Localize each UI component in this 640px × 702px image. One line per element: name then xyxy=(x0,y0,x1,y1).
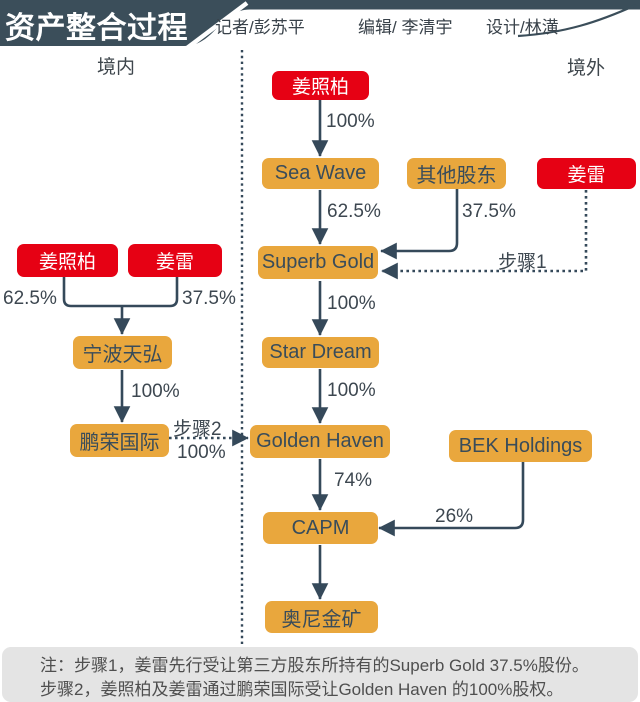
node-label: 姜雷 xyxy=(155,252,194,273)
page-title: 资产整合过程 xyxy=(5,12,188,45)
label-jl-left-share: 37.5% xyxy=(182,288,236,309)
node-label: Superb Gold xyxy=(261,251,375,273)
label-star-to-golden: 100% xyxy=(327,380,376,401)
node-label: 鹏荣国际 xyxy=(79,432,160,454)
label-superb-to-star: 100% xyxy=(327,293,376,314)
footnote-line2: 步骤2，姜照柏及姜雷通过鹏荣国际受让Golden Haven 的100%股权。 xyxy=(40,680,564,699)
node-bek-holdings: BEK Holdings xyxy=(449,430,592,462)
region-label-overseas: 境外 xyxy=(567,58,606,79)
node-golden-haven: Golden Haven xyxy=(250,425,390,458)
label-golden-to-capm: 74% xyxy=(334,470,373,491)
credit-editor: 编辑/ 李清宇 xyxy=(358,18,453,37)
node-aoni-gold-mine: 奥尼金矿 xyxy=(265,601,378,633)
label-jzb-left-share: 62.5% xyxy=(3,288,57,309)
label-step2: 步骤2 xyxy=(173,419,222,440)
node-star-dream: Star Dream xyxy=(262,337,379,368)
node-label: Golden Haven xyxy=(256,430,384,452)
label-bek-to-capm: 26% xyxy=(435,506,474,527)
region-label-domestic: 境内 xyxy=(97,57,136,78)
node-sea-wave: Sea Wave xyxy=(262,158,379,189)
edge-bek-to-capm xyxy=(378,462,525,537)
node-capm: CAPM xyxy=(263,512,378,544)
label-ningbo-to-pengrong: 100% xyxy=(131,381,180,402)
edge-holders-bracket xyxy=(62,277,179,308)
edge-other-to-superb xyxy=(380,189,459,260)
node-label: 姜雷 xyxy=(567,165,606,186)
node-label: Sea Wave xyxy=(274,162,367,184)
label-seawave-to-superb: 62.5% xyxy=(327,201,381,222)
node-label: 奥尼金矿 xyxy=(281,608,362,631)
label-other-to-superb: 37.5% xyxy=(462,201,516,222)
footnote-box: 注：步骤1，姜雷先行受让第三方股东所持有的Superb Gold 37.5%股份… xyxy=(2,647,638,702)
node-superb-gold: Superb Gold xyxy=(258,246,378,279)
node-jiang-zhaobai-left: 姜照柏 xyxy=(17,244,118,277)
label-jzb-to-seawave: 100% xyxy=(326,111,375,132)
node-jiang-lei-left: 姜雷 xyxy=(128,244,222,277)
label-pengrong-to-golden: 100% xyxy=(177,442,226,463)
node-label: 宁波天弘 xyxy=(82,344,163,366)
label-step1: 步骤1 xyxy=(498,252,547,273)
credit-designer: 设计/林潢 xyxy=(486,18,559,37)
node-label: CAPM xyxy=(291,516,350,539)
node-pengrong-intl: 鹏荣国际 xyxy=(70,424,169,457)
edge-step1-jl-to-superb xyxy=(381,190,588,280)
node-other-shareholders: 其他股东 xyxy=(407,158,506,189)
footnote-line1: 注：步骤1，姜雷先行受让第三方股东所持有的Superb Gold 37.5%股份… xyxy=(40,656,589,675)
node-label: 姜照柏 xyxy=(291,77,349,98)
credit-reporter: 记者/彭苏平 xyxy=(215,18,305,37)
node-ningbo-tianhong: 宁波天弘 xyxy=(73,336,172,369)
node-jiang-lei-right: 姜雷 xyxy=(537,158,636,189)
node-label: 姜照柏 xyxy=(38,252,96,273)
node-label: 其他股东 xyxy=(416,165,497,187)
header-banner-shape xyxy=(0,0,640,52)
node-label: Star Dream xyxy=(269,341,372,363)
node-jiang-zhaobai-top: 姜照柏 xyxy=(272,71,369,100)
node-label: BEK Holdings xyxy=(458,434,583,457)
